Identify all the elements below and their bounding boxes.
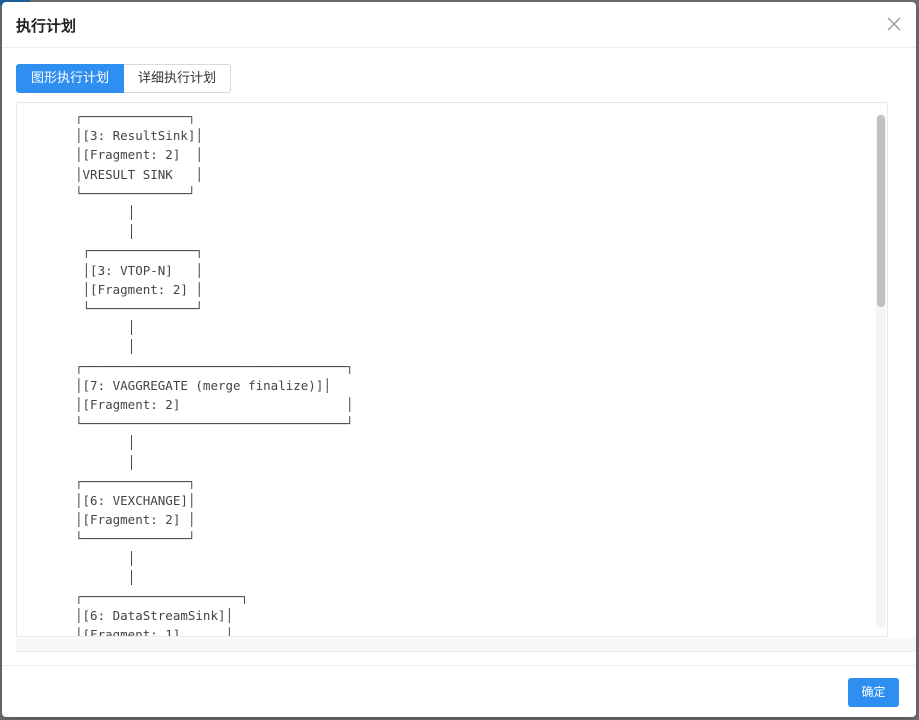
vertical-scrollbar[interactable] [876, 113, 886, 628]
modal-title: 执行计划 [16, 17, 77, 35]
modal-footer: 确定 [2, 665, 916, 717]
confirm-button[interactable]: 确定 [848, 678, 899, 707]
vertical-scrollbar-thumb[interactable] [877, 115, 885, 307]
tab-graphical-plan[interactable]: 图形执行计划 [16, 64, 125, 93]
horizontal-scrollbar[interactable] [16, 638, 916, 652]
plan-tabs: 图形执行计划 详细执行计划 [16, 64, 232, 93]
close-icon [887, 17, 901, 31]
close-button[interactable] [884, 14, 904, 34]
modal-header: 执行计划 [2, 2, 916, 48]
tab-detailed-plan[interactable]: 详细执行计划 [124, 64, 232, 93]
plan-graph-panel[interactable]: ┌──────────────┐ │[3: ResultSink]│ │[Fra… [16, 102, 888, 637]
plan-graph-text: ┌──────────────┐ │[3: ResultSink]│ │[Fra… [75, 109, 354, 637]
